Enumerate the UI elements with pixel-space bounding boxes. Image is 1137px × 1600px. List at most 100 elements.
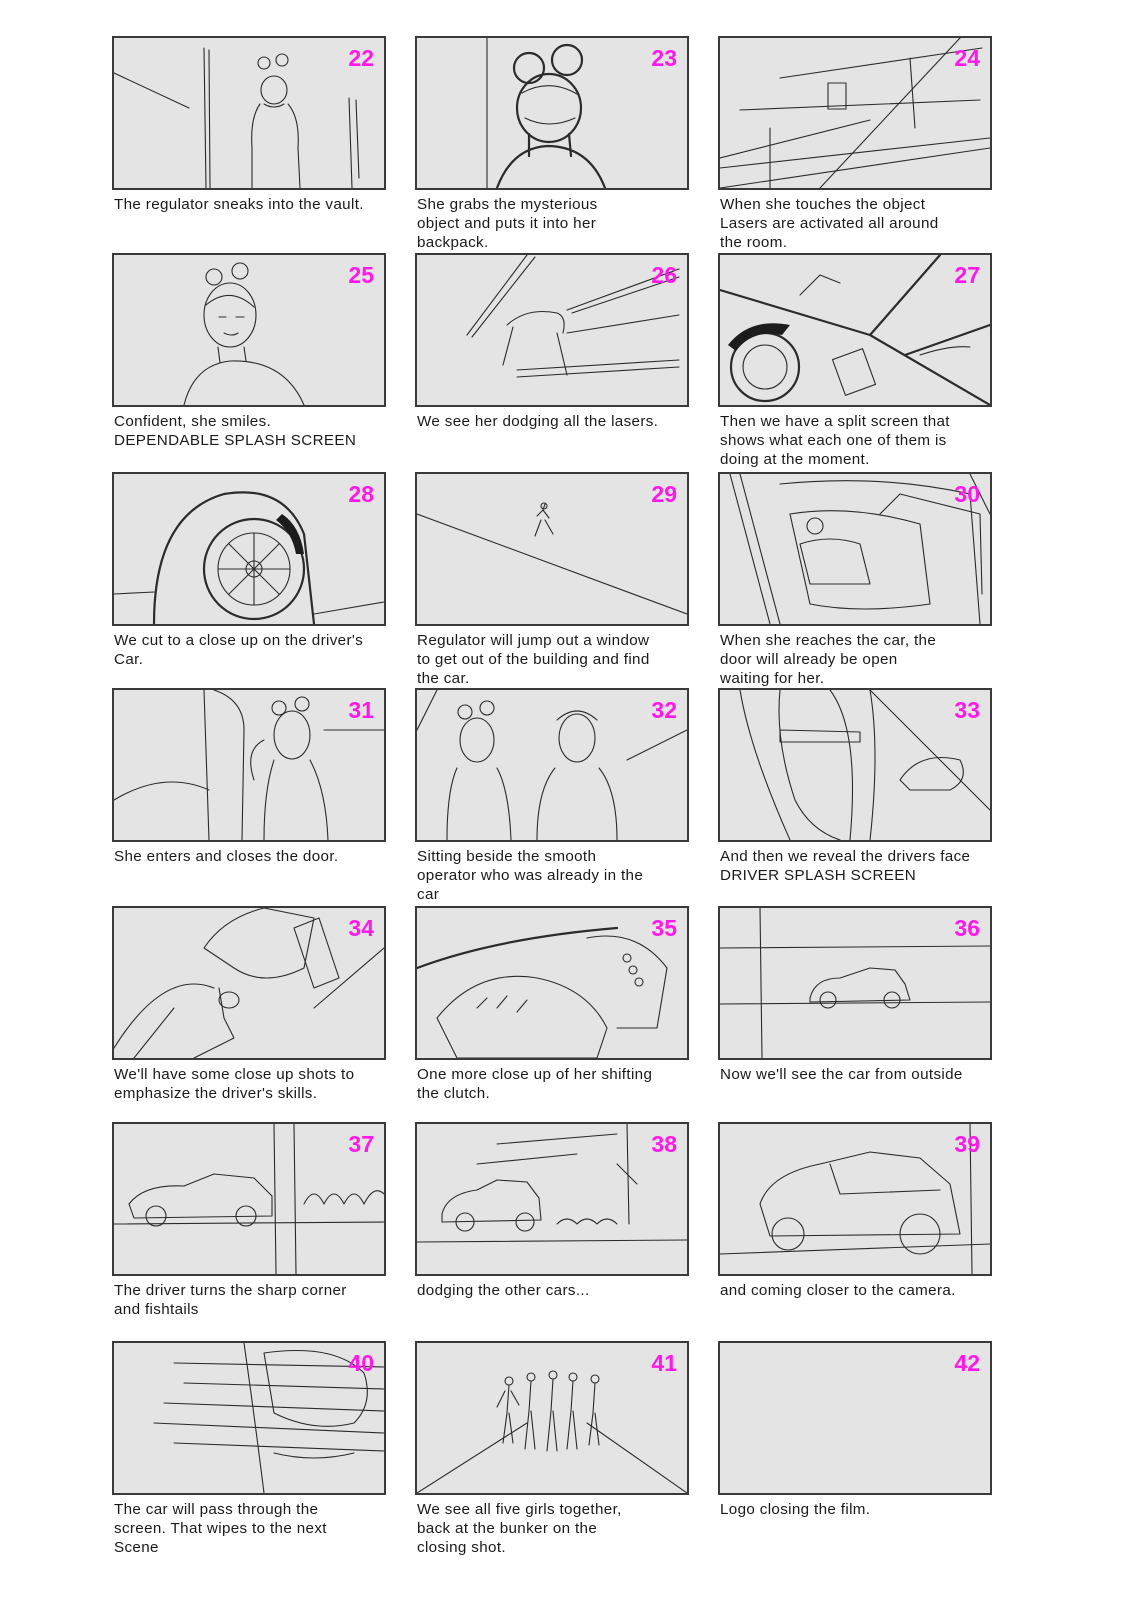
panel-frame: 39	[718, 1122, 992, 1276]
panel-caption: And then we reveal the drivers face DRIV…	[720, 848, 971, 884]
panel-number: 33	[954, 697, 980, 723]
storyboard-panel-30: 30 When she reaches the car, the door wi…	[718, 472, 992, 688]
panel-number: 31	[348, 697, 374, 723]
storyboard-panel-40: 40 The car will pass through the screen.…	[112, 1341, 386, 1557]
panel-number: 27	[954, 262, 980, 288]
storyboard-panel-27: 27 Then we have a split screen that show…	[718, 253, 992, 469]
panel-number: 32	[651, 697, 677, 723]
panel-frame: 26	[415, 253, 689, 407]
panel-caption: Logo closing the film.	[720, 1501, 871, 1518]
sharp-corner-fishtail-sketch	[114, 1124, 384, 1274]
panel-caption: We'll have some close up shots to emphas…	[114, 1066, 355, 1102]
storyboard-panel-35: 35 One more close up of her shifting the…	[415, 906, 689, 1103]
storyboard-panel-42: 42 Logo closing the film.	[718, 1341, 992, 1519]
storyboard-panel-33: 33 And then we reveal the drivers face D…	[718, 688, 992, 885]
panel-frame: 36	[718, 906, 992, 1060]
panel-caption: Confident, she smiles. DEPENDABLE SPLASH…	[114, 413, 357, 449]
panel-number: 38	[651, 1131, 677, 1157]
car-from-outside-sketch	[720, 908, 990, 1058]
panel-number: 42	[954, 1350, 980, 1376]
storyboard-panel-28: 28 We cut to a close up on the driver's …	[112, 472, 386, 669]
storyboard-panel-23: 23 She grabs the mysterious object and p…	[415, 36, 689, 252]
grab-object-sketch	[486, 38, 607, 188]
panel-number: 40	[348, 1350, 374, 1376]
open-car-door-sketch	[729, 474, 990, 624]
panel-frame: 27	[718, 253, 992, 407]
panel-frame: 42	[718, 1341, 992, 1495]
panel-number: 22	[348, 45, 374, 71]
panel-frame: 35	[415, 906, 689, 1060]
panel-frame: 29	[415, 472, 689, 626]
panel-caption: She grabs the mysterious object and puts…	[417, 196, 598, 251]
split-screen-sketch	[720, 255, 990, 405]
storyboard-panel-39: 39 and coming closer to the camera.	[718, 1122, 992, 1300]
panel-frame: 28	[112, 472, 386, 626]
panel-number: 30	[954, 481, 980, 507]
panel-frame: 32	[415, 688, 689, 842]
storyboard-panel-34: 34 We'll have some close up shots to emp…	[112, 906, 386, 1103]
panel-caption: Sitting beside the smooth operator who w…	[417, 848, 644, 903]
storyboard-panel-38: 38 dodging the other cars...	[415, 1122, 689, 1300]
vault-sneak-sketch	[114, 47, 360, 188]
dodging-lasers-sketch	[466, 255, 680, 378]
storyboard-panel-37: 37 The driver turns the sharp corner and…	[112, 1122, 386, 1319]
dodging-cars-sketch	[417, 1124, 687, 1243]
window-jump-sketch	[417, 502, 687, 615]
panel-caption: She enters and closes the door.	[114, 848, 339, 865]
panel-frame: 34	[112, 906, 386, 1060]
panel-caption: Regulator will jump out a window to get …	[417, 632, 650, 687]
storyboard-panel-31: 31 She enters and closes the door.	[112, 688, 386, 866]
panel-caption: Now we'll see the car from outside	[720, 1066, 963, 1083]
two-girls-seated-sketch	[417, 690, 687, 840]
confident-smile-sketch	[183, 262, 305, 405]
driver-face-reveal-sketch	[739, 690, 990, 840]
enter-close-door-sketch	[114, 690, 384, 840]
panel-number: 34	[348, 915, 374, 941]
panel-caption: One more close up of her shifting the cl…	[417, 1066, 653, 1102]
clutch-closeup-sketch	[417, 926, 668, 1058]
storyboard-panel-24: 24 When she touches the object Lasers ar…	[718, 36, 992, 252]
panel-number: 36	[954, 915, 980, 941]
panel-caption: The car will pass through the screen. Th…	[114, 1501, 327, 1556]
panel-number: 41	[651, 1350, 677, 1376]
panel-number: 28	[348, 481, 374, 507]
five-girls-bunker-sketch	[417, 1370, 687, 1493]
panel-caption: dodging the other cars...	[417, 1282, 590, 1299]
storyboard-panel-41: 41 We see all five girls together, back …	[415, 1341, 689, 1557]
panel-caption: Then we have a split screen that shows w…	[720, 413, 950, 468]
panel-number: 35	[651, 915, 677, 941]
panel-frame: 41	[415, 1341, 689, 1495]
storyboard-panel-26: 26 We see her dodging all the lasers.	[415, 253, 689, 431]
panel-caption: and coming closer to the camera.	[720, 1282, 956, 1299]
storyboard-panel-29: 29 Regulator will jump out a window to g…	[415, 472, 689, 688]
panel-caption: The regulator sneaks into the vault.	[114, 196, 364, 213]
panel-caption: When she reaches the car, the door will …	[720, 632, 937, 687]
panel-number: 26	[651, 262, 677, 288]
storyboard-panel-32: 32 Sitting beside the smooth operator wh…	[415, 688, 689, 904]
panel-number: 23	[651, 45, 677, 71]
panel-frame: 33	[718, 688, 992, 842]
panel-frame: 30	[718, 472, 992, 626]
panel-number: 37	[348, 1131, 374, 1157]
panel-number: 25	[348, 262, 374, 288]
storyboard-panel-36: 36 Now we'll see the car from outside	[718, 906, 992, 1084]
panel-number: 29	[651, 481, 677, 507]
panel-frame: 38	[415, 1122, 689, 1276]
car-wipe-transition-sketch	[153, 1343, 384, 1493]
hand-on-shifter-sketch	[114, 908, 384, 1058]
panel-caption: We see her dodging all the lasers.	[417, 413, 659, 430]
panel-caption: We cut to a close up on the driver's Car…	[114, 632, 364, 668]
panel-frame: 37	[112, 1122, 386, 1276]
panel-caption: When she touches the object Lasers are a…	[720, 196, 939, 251]
panel-caption: We see all five girls together, back at …	[417, 1501, 622, 1556]
lasers-activate-sketch	[720, 38, 990, 188]
panel-frame: 31	[112, 688, 386, 842]
panel-frame: 25	[112, 253, 386, 407]
panel-frame: 24	[718, 36, 992, 190]
panel-frame: 22	[112, 36, 386, 190]
storyboard-panel-25: 25 Confident, she smiles. DEPENDABLE SPL…	[112, 253, 386, 450]
storyboard-panel-22: 22 The regulator sneaks into the vault.	[112, 36, 386, 214]
panel-frame: 40	[112, 1341, 386, 1495]
panel-caption: The driver turns the sharp corner and fi…	[114, 1282, 347, 1318]
